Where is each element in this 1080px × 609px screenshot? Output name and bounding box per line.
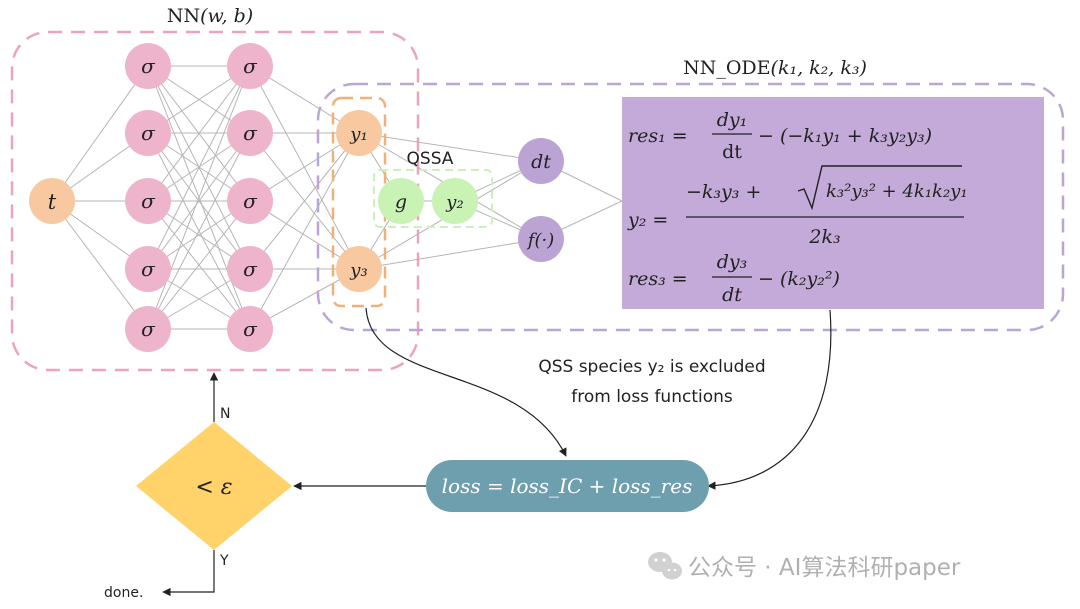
- svg-text:σ: σ: [141, 54, 156, 78]
- svg-text:dy₁: dy₁: [717, 109, 748, 131]
- arrow-residuals-to-loss: [707, 309, 832, 490]
- convergence-threshold: < ε: [195, 475, 232, 500]
- equation-y2: y₂ = −k₃y₃ + k₃²y₃² + 4k₁k₂y₁ 2k₃: [627, 165, 968, 248]
- svg-text:σ: σ: [141, 121, 156, 145]
- svg-text:− (−k₁y₁ + k₃y₂y₃): − (−k₁y₁ + k₃y₂y₃): [758, 125, 932, 147]
- hidden-node: σ: [227, 43, 273, 89]
- svg-text:σ: σ: [243, 121, 258, 145]
- svg-text:σ: σ: [141, 189, 156, 213]
- qssa-node-g: g: [378, 178, 424, 224]
- equation-panel: [622, 97, 1044, 309]
- hidden-layer-1: σ σ σ σ σ: [125, 43, 171, 352]
- yes-label: Y: [219, 553, 229, 569]
- svg-text:dy₃: dy₃: [717, 251, 748, 273]
- svg-text:y₂: y₂: [445, 192, 463, 213]
- nn-box: [10, 30, 420, 372]
- svg-text:res₁ =: res₁ =: [628, 125, 688, 147]
- svg-text:σ: σ: [243, 317, 258, 341]
- output-node-y1: y₁: [336, 110, 382, 156]
- svg-text:y₁: y₁: [349, 124, 367, 145]
- svg-text:dt: dt: [722, 284, 742, 306]
- loss-pill: [426, 460, 709, 512]
- done-label: done.: [104, 585, 143, 601]
- hidden-node: σ: [125, 110, 171, 156]
- hidden-node: σ: [227, 178, 273, 224]
- op-node-dt: dt: [518, 138, 564, 184]
- hidden-node: σ: [125, 43, 171, 89]
- hidden-node: σ: [125, 246, 171, 292]
- svg-text:f(·): f(·): [526, 230, 554, 251]
- arrow-outputs-to-loss: [365, 307, 567, 457]
- svg-text:k₃²y₃² + 4k₁k₂y₁: k₃²y₃² + 4k₁k₂y₁: [826, 181, 968, 202]
- svg-text:σ: σ: [141, 257, 156, 281]
- svg-text:t: t: [48, 190, 57, 214]
- hidden-node: σ: [227, 246, 273, 292]
- nn-ode-box-title: NN_ODE(k₁, k₂, k₃): [683, 57, 867, 79]
- hidden-layer-2: σ σ σ σ σ: [227, 43, 273, 352]
- equation-res3: res₃ = dy₃ dt − (k₂y₂²): [628, 251, 840, 306]
- svg-text:y₃: y₃: [349, 260, 367, 281]
- watermark: 公众号 · AI算法科研paper: [688, 555, 961, 581]
- svg-text:σ: σ: [243, 189, 258, 213]
- svg-text:2k₃: 2k₃: [808, 226, 840, 248]
- svg-text:dt: dt: [722, 141, 742, 163]
- svg-text:σ: σ: [243, 257, 258, 281]
- svg-text:−k₃y₃ +: −k₃y₃ +: [686, 181, 761, 203]
- input-node: t: [29, 178, 75, 224]
- svg-text:σ: σ: [243, 54, 258, 78]
- hidden-node: σ: [227, 110, 273, 156]
- arrow-yes-done: [162, 550, 215, 597]
- hidden-node: σ: [125, 178, 171, 224]
- wechat-icon: [648, 552, 682, 580]
- hidden-node: σ: [227, 306, 273, 352]
- qssa-label: QSSA: [407, 149, 454, 169]
- output-node-y3: y₃: [336, 246, 382, 292]
- qss-note-line2: from loss functions: [571, 387, 733, 407]
- svg-text:g: g: [395, 191, 407, 213]
- svg-text:dt: dt: [531, 151, 551, 173]
- svg-text:− (k₂y₂²): − (k₂y₂²): [758, 268, 840, 290]
- equation-res1: res₁ = dy₁ dt − (−k₁y₁ + k₃y₂y₃): [628, 109, 932, 163]
- convergence-check: [136, 422, 292, 550]
- svg-text:y₂ =: y₂ =: [627, 209, 668, 231]
- svg-text:res₃ =: res₃ =: [628, 268, 688, 290]
- svg-text:σ: σ: [141, 317, 156, 341]
- qss-note-line1: QSS species y₂ is excluded: [538, 357, 765, 377]
- nn-box-title: NN(w, b): [167, 5, 253, 27]
- no-label: N: [220, 406, 230, 422]
- op-node-f: f(·): [518, 216, 564, 262]
- qssa-node-y2: y₂: [432, 178, 478, 224]
- qssa-box: [373, 169, 493, 228]
- loss-equation: loss = loss_IC + loss_res: [442, 474, 693, 498]
- hidden-node: σ: [125, 306, 171, 352]
